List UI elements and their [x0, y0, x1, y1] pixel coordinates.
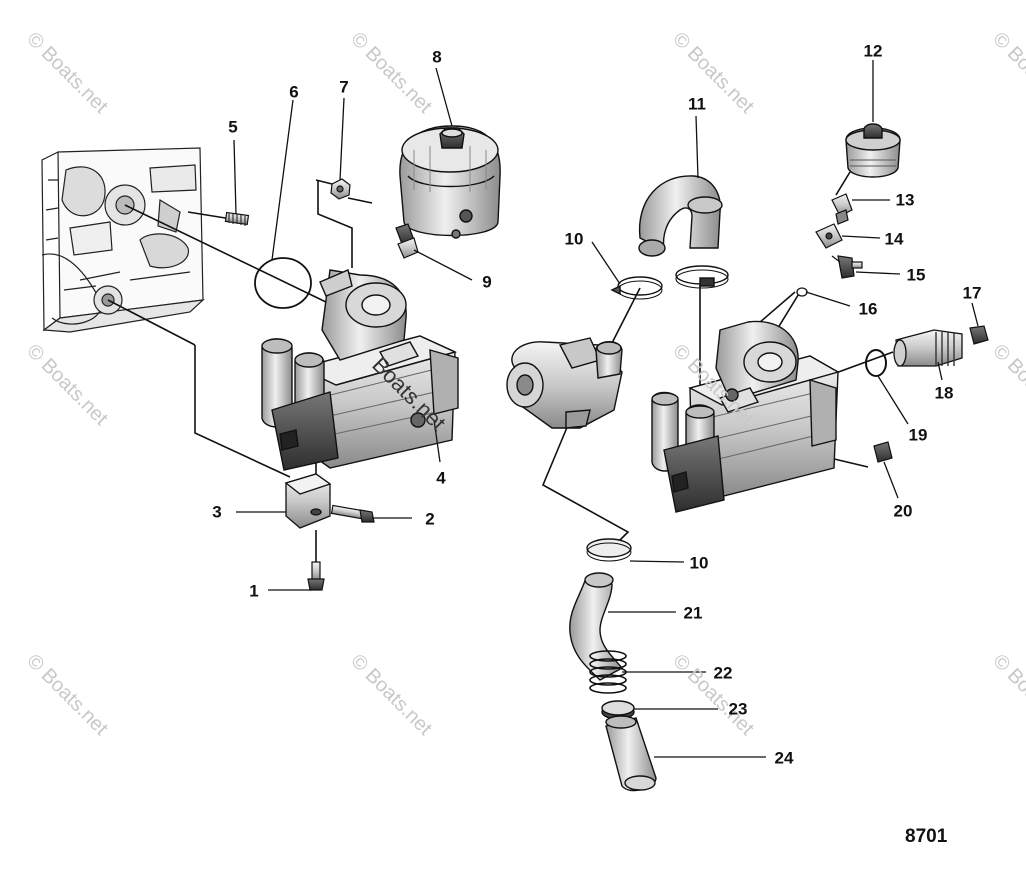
callout-14: 14: [884, 229, 904, 249]
water-pump: [506, 337, 623, 429]
part-18-strainer: [893, 329, 963, 367]
callout-13: 13: [895, 190, 915, 210]
callout-17: 17: [962, 283, 982, 303]
part-14-tee: [815, 223, 843, 249]
heat-exchanger-right: [651, 320, 840, 513]
callout-7: 7: [339, 77, 349, 97]
part-11-hose-elbow: [638, 175, 723, 257]
part-23-clamp: [601, 700, 635, 720]
callout-8: 8: [432, 47, 442, 67]
callout-5: 5: [228, 117, 238, 137]
callout-16: 16: [858, 299, 878, 319]
callout-2: 2: [425, 509, 435, 529]
part-12-cap: [845, 123, 901, 178]
callout-10-upper: 10: [564, 229, 584, 249]
callout-9: 9: [482, 272, 492, 292]
part-9-fitting: [395, 223, 419, 259]
callout-20: 20: [893, 501, 913, 521]
callout-4: 4: [436, 468, 446, 488]
callout-12: 12: [863, 41, 883, 61]
part-20-plug: [873, 441, 893, 463]
part-24-tube: [605, 715, 657, 792]
callout-21: 21: [683, 603, 703, 623]
part-4-heat-exchanger-left: [261, 269, 459, 471]
callout-19: 19: [908, 425, 928, 445]
callout-10-lower: 10: [689, 553, 709, 573]
callout-6: 6: [289, 82, 299, 102]
engine-block-sketch: [41, 147, 205, 333]
part-21-hose: [569, 572, 624, 681]
callout-22: 22: [713, 663, 733, 683]
part-10-clamp-upper: [610, 265, 729, 300]
part-5-stud: [224, 211, 250, 226]
part-2-bolt: [330, 504, 375, 523]
part-19-oring: [865, 349, 887, 377]
part-8-filter-cover: [399, 125, 501, 239]
part-6-oring: [254, 257, 312, 309]
part-13-fitting: [831, 193, 853, 225]
part-1-bolt: [307, 561, 325, 591]
figure-number: 8701: [905, 826, 948, 847]
callout-18: 18: [934, 383, 954, 403]
callout-3: 3: [212, 502, 222, 522]
part-7-nut: [330, 178, 351, 200]
part-3-bracket: [284, 473, 332, 529]
callout-23: 23: [728, 699, 748, 719]
callout-11: 11: [688, 94, 706, 114]
part-15-sensor: [831, 255, 863, 279]
part-17-plug: [969, 325, 989, 345]
callout-leaders: [233, 60, 979, 758]
callout-24: 24: [774, 748, 794, 768]
callout-1: 1: [249, 581, 259, 601]
part-10-clamp-lower: [586, 538, 632, 562]
callout-15: 15: [906, 265, 926, 285]
part-16-washer: [796, 287, 808, 297]
